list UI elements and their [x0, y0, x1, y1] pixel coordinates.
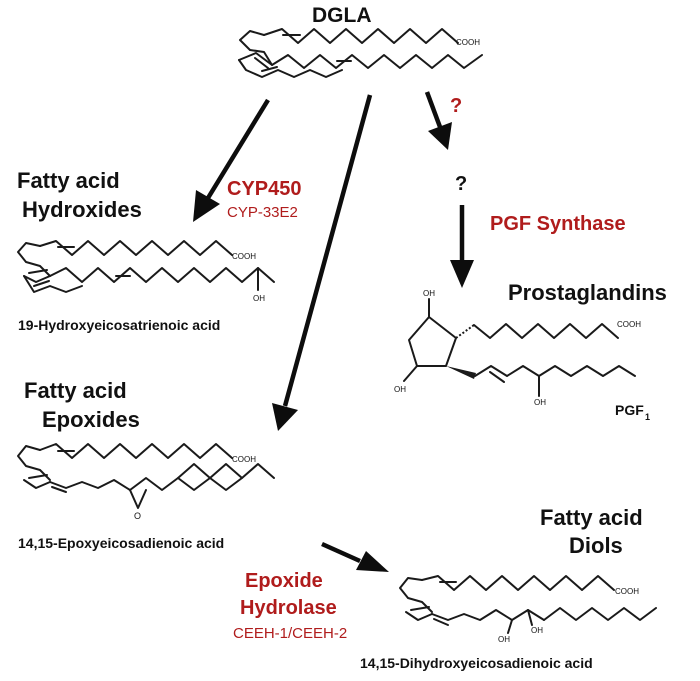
arrow-to-epoxides — [272, 94, 373, 431]
pgf1-oh-left-label: OH — [394, 385, 406, 394]
pgf1-compound-name: PGF 1 — [615, 402, 650, 422]
hydroxide-cooh-label: COOH — [232, 252, 256, 261]
epoxide-hydrolase-line2: Hydrolase — [240, 597, 337, 619]
intermediate-question-mark: ? — [455, 173, 467, 195]
pgf1-oh-top-label: OH — [423, 289, 435, 298]
hydroxide-structure: COOH OH — [17, 240, 275, 303]
epoxide-cooh-label: COOH — [232, 455, 256, 464]
pgf-synthase-label: PGF Synthase — [490, 213, 626, 235]
arrow-to-prostaglandins — [450, 205, 474, 288]
cyp-33e2-label: CYP-33E2 — [227, 204, 298, 221]
pgf1-structure: OH OH OH COOH — [394, 289, 641, 407]
diol-oh-right-label: OH — [531, 626, 543, 635]
arrow-to-intermediate — [424, 91, 452, 150]
epoxide-hydrolase-line1: Epoxide — [245, 570, 323, 592]
prostaglandins-title: Prostaglandins — [508, 280, 667, 305]
hydroxides-title-line2: Hydroxides — [22, 197, 142, 222]
ceeh-label: CEEH-1/CEEH-2 — [233, 625, 347, 642]
diol-cooh-label: COOH — [615, 587, 639, 596]
unknown-enzyme-question-mark: ? — [450, 95, 462, 117]
arrow-to-hydroxides — [193, 98, 270, 222]
pgf1-name-prefix: PGF — [615, 402, 644, 418]
pgf1-cooh-label: COOH — [617, 320, 641, 329]
diol-compound-name: 14,15-Dihydroxyeicosadienoic acid — [360, 655, 593, 671]
epoxide-compound-name: 14,15-Epoxyeicosadienoic acid — [18, 535, 224, 551]
epoxide-structure: COOH O — [17, 443, 275, 521]
cyp450-enzyme-label: CYP450 — [227, 178, 302, 200]
diols-title-line2: Diols — [569, 533, 623, 558]
diol-oh-left-label: OH — [498, 635, 510, 644]
epoxides-title-line1: Fatty acid — [24, 378, 127, 403]
pgf1-name-subscript: 1 — [645, 412, 650, 422]
dgla-label: DGLA — [312, 4, 372, 27]
arrow-to-diols — [321, 541, 389, 572]
diol-structure: COOH OH OH — [399, 575, 657, 644]
dgla-structure: COOH — [238, 28, 483, 78]
dgla-cooh-label: COOH — [456, 38, 480, 47]
pgf1-oh-bottom-label: OH — [534, 398, 546, 407]
diols-title-line1: Fatty acid — [540, 505, 643, 530]
hydroxide-compound-name: 19-Hydroxyeicosatrienoic acid — [18, 317, 220, 333]
hydroxide-oh-label: OH — [253, 294, 265, 303]
epoxides-title-line2: Epoxides — [42, 407, 140, 432]
epoxide-oxygen-label: O — [134, 511, 141, 521]
hydroxides-title-line1: Fatty acid — [17, 168, 120, 193]
